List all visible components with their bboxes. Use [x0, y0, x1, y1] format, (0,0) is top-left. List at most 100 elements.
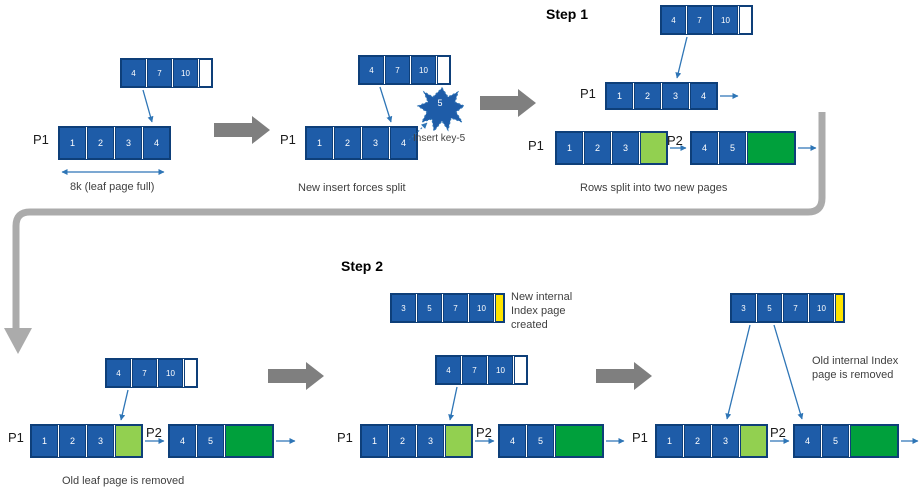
page-cell: 2 [634, 83, 661, 109]
page-cell: 7 [462, 356, 487, 384]
page-cell: 4 [436, 356, 461, 384]
step-1-label: Step 1 [546, 6, 589, 22]
green-cell [225, 425, 273, 457]
green-cell [555, 425, 603, 457]
index-to-leaf-arrow-icon [448, 386, 458, 421]
page-cell: 4 [691, 132, 718, 164]
page-cell: 5 [527, 425, 554, 457]
white-cell [514, 356, 527, 384]
p1-label: P1 [528, 138, 544, 153]
page-cell: 7 [783, 294, 808, 322]
caption-insert-key: Insert key-5 [413, 133, 466, 144]
caption-old-internal-removed: Old internal Index page is removed [812, 354, 898, 382]
green-cell [747, 132, 795, 164]
white-cell [437, 56, 450, 84]
lightgreen-cell [740, 425, 767, 457]
page-cell: 2 [584, 132, 611, 164]
page-cell: 1 [606, 83, 633, 109]
page-cell: 10 [469, 294, 494, 322]
page-cell: 1 [556, 132, 583, 164]
page-cell: 5 [719, 132, 746, 164]
page-cell: 4 [690, 83, 717, 109]
p1-label: P1 [280, 132, 296, 147]
page-cell: 4 [143, 127, 170, 159]
page-cell: 1 [59, 127, 86, 159]
page-cell: 7 [443, 294, 468, 322]
page-cell: 4 [499, 425, 526, 457]
page-cell: 5 [197, 425, 224, 457]
page-cell: 10 [173, 59, 198, 87]
index-to-leaf-arrow-icon [675, 36, 688, 79]
step-2-label: Step 2 [341, 258, 384, 274]
caption-line: page is removed [812, 369, 894, 381]
lightgreen-cell [115, 425, 142, 457]
page-cell: 7 [385, 56, 410, 84]
p2-label: P2 [146, 425, 162, 440]
page-cell: 2 [87, 127, 114, 159]
page-cell: 3 [87, 425, 114, 457]
index-to-leaf-arrow-icon [725, 324, 751, 420]
page-cell: 7 [147, 59, 172, 87]
caption-line: New internal [511, 291, 573, 303]
page-cell: 1 [361, 425, 388, 457]
white-cell [199, 59, 212, 87]
index-to-leaf-arrow-icon [773, 324, 804, 420]
step-connector-arrow-icon [4, 328, 32, 354]
caption-leaf-full: 8k (leaf page full) [70, 181, 155, 193]
page-cell: 1 [306, 127, 333, 159]
p1-label: P1 [33, 132, 49, 147]
page-cell: 1 [31, 425, 58, 457]
page-cell: 10 [158, 359, 183, 387]
page-cell: 3 [712, 425, 739, 457]
page-cell: 3 [115, 127, 142, 159]
p1-label: P1 [337, 430, 353, 445]
page-cell: 7 [132, 359, 157, 387]
p2-label: P2 [770, 425, 786, 440]
page-cell: 10 [488, 356, 513, 384]
page-cell: 4 [121, 59, 146, 87]
page-cell: 4 [106, 359, 131, 387]
index-to-leaf-arrow-icon [142, 89, 154, 123]
p1-label: P1 [8, 430, 24, 445]
p1-label: P1 [580, 86, 596, 101]
insert-key-burst-shape [416, 87, 466, 133]
p1-label: P1 [632, 430, 648, 445]
page-cell: 10 [411, 56, 436, 84]
page-cell: 2 [59, 425, 86, 457]
caption-old-leaf-removed: Old leaf page is removed [62, 475, 185, 487]
caption-line: Index page [511, 305, 566, 317]
page-cell: 3 [362, 127, 389, 159]
index-to-leaf-arrow-icon [379, 86, 393, 123]
page-cell: 7 [687, 6, 712, 34]
next-stage-arrow-icon [214, 116, 270, 144]
next-stage-arrow-icon [268, 362, 324, 390]
caption-line: created [511, 319, 548, 331]
lightgreen-cell [640, 132, 667, 164]
yellow-cell [835, 294, 844, 322]
page-cell: 3 [417, 425, 444, 457]
caption-new-internal-index: New internal Index page created [511, 290, 572, 332]
page-cell: 2 [684, 425, 711, 457]
next-stage-arrow-icon [596, 362, 652, 390]
page-cell: 3 [731, 294, 756, 322]
white-cell [739, 6, 752, 34]
page-cell: 5 [757, 294, 782, 322]
page-cell: 10 [809, 294, 834, 322]
page-cell: 1 [656, 425, 683, 457]
page-cell: 4 [661, 6, 686, 34]
